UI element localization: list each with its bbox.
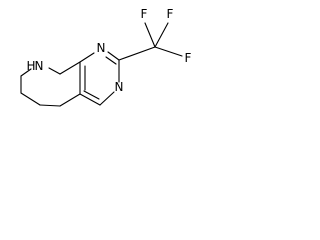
bond-c7-nh: [20, 68, 32, 77]
bond-c5-c6: [20, 92, 41, 106]
bond-ccf3-f-top-right: [154, 22, 169, 48]
bond-c8-c8a: [59, 61, 81, 75]
bond-c5-c5b: [39, 104, 61, 107]
atom-n3: N: [115, 80, 124, 94]
bond-n1-c2: [107, 51, 120, 61]
atom-n-h-nitrogen: N: [35, 59, 44, 73]
bond-c4-c4a: [79, 93, 101, 106]
atom-n-h-hydrogen: H: [26, 59, 35, 73]
bond-c4a-c5: [59, 93, 81, 107]
atom-f-top-left: F: [141, 7, 148, 21]
bond-c2-ccf3: [118, 46, 156, 61]
atom-labels: N H N N F F F: [26, 7, 191, 94]
chemical-structure: N H N N F F F: [20, 7, 192, 107]
bond-n1-c2-inner: [105, 56, 117, 65]
bond-nh-c8: [48, 67, 61, 75]
atom-f-right: F: [185, 51, 192, 65]
atom-n1: N: [97, 41, 106, 55]
atom-f-top-right: F: [167, 7, 174, 21]
bond-c8a-n1: [79, 52, 95, 63]
bond-ccf3-f-right: [154, 46, 183, 57]
bond-ccf3-f-top-left: [144, 22, 156, 48]
bond-c4-c4a-inner: [83, 90, 100, 100]
bond-n3-c4: [99, 91, 115, 106]
bonds: [20, 22, 183, 107]
